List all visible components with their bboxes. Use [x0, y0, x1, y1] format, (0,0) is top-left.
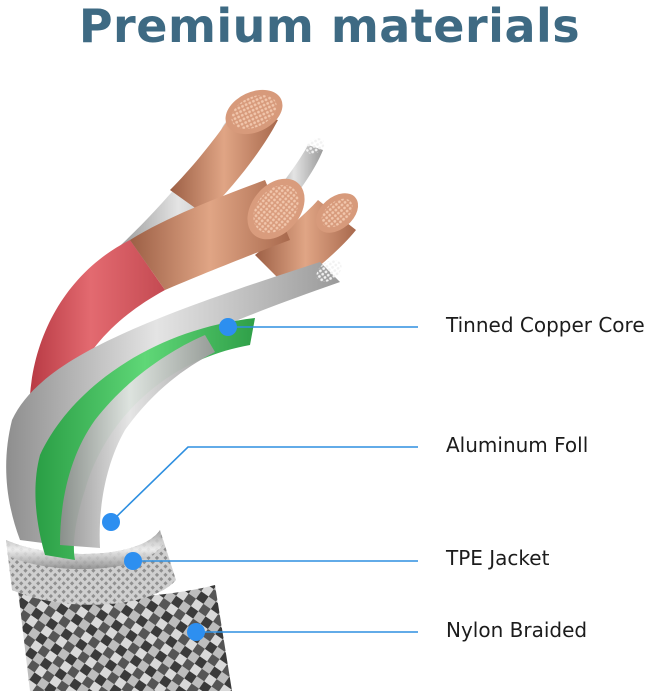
- callout-label-aluminum-foil: Aluminum Foll: [446, 433, 589, 457]
- copper-wire-top: [170, 89, 283, 215]
- nylon-braid-jacket: [18, 585, 232, 691]
- page-title: Premium materials: [78, 0, 581, 53]
- callout-dots: [102, 318, 237, 641]
- callout-label-nylon-braided: Nylon Braided: [446, 618, 588, 642]
- callout-dot-tinned-copper-core: [219, 318, 237, 336]
- callout-label-tpe-jacket: TPE Jacket: [446, 546, 550, 570]
- callout-lines: [110, 326, 418, 633]
- callout-dot-nylon-braided: [187, 623, 205, 641]
- callout-dot-tpe-jacket: [124, 552, 142, 570]
- callout-line-aluminum-foil: [110, 446, 418, 523]
- tpe-jacket-ring: [6, 530, 176, 605]
- callout-label-tinned-copper-core: Tinned Copper Core: [446, 313, 645, 337]
- callout-dot-aluminum-foil: [102, 513, 120, 531]
- green-wire: [35, 318, 255, 560]
- silver-wire-front: [60, 335, 215, 548]
